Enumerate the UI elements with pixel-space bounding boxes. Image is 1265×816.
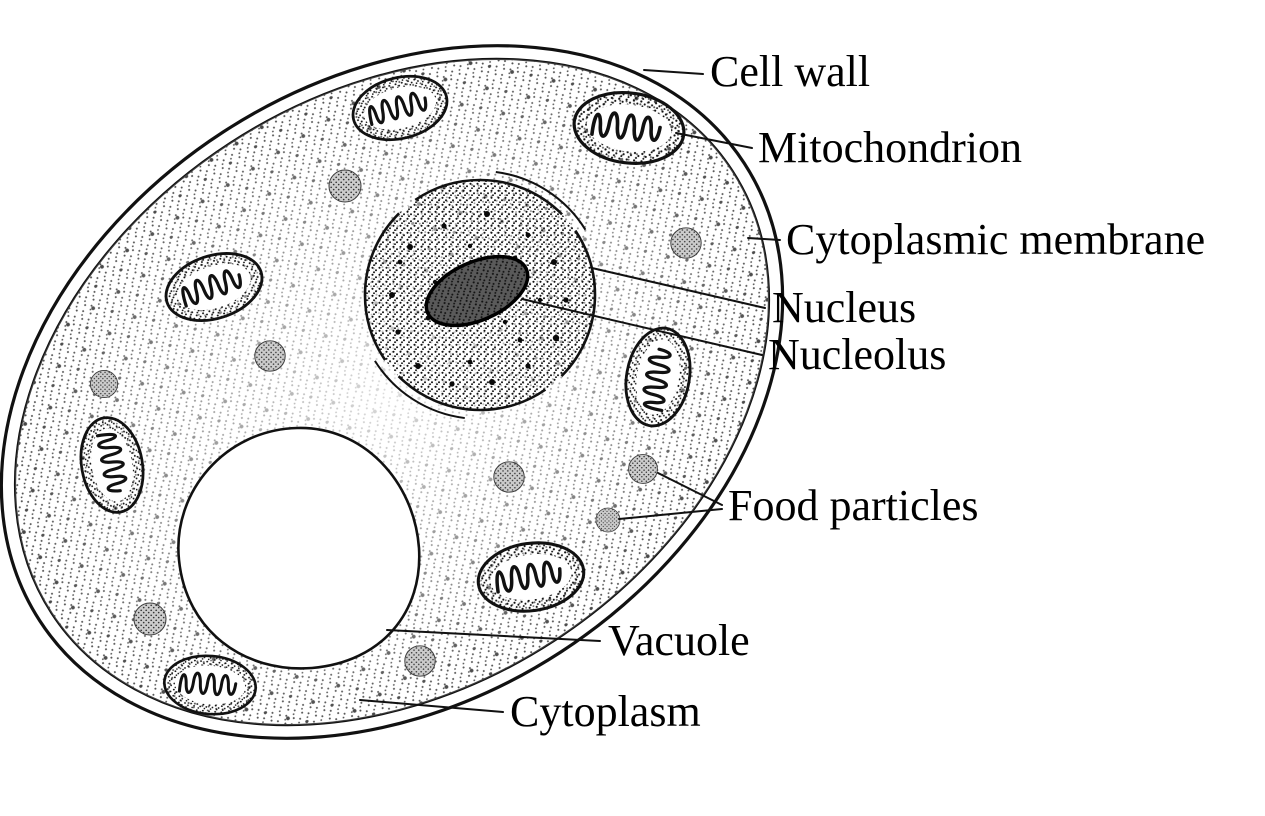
label-nucleus: Nucleus bbox=[772, 283, 916, 332]
food-particle-5 bbox=[493, 461, 525, 493]
food-particle-2 bbox=[670, 227, 702, 259]
nucleolus bbox=[424, 254, 530, 328]
leader-nucleolus bbox=[521, 298, 763, 356]
leader-nucleus bbox=[591, 267, 766, 309]
leader-cytoplasmic-membrane bbox=[747, 237, 781, 241]
label-cytoplasmic-membrane: Cytoplasmic membrane bbox=[786, 215, 1205, 264]
leader-mitochondrion bbox=[675, 132, 753, 149]
leader-vacuole bbox=[386, 629, 601, 642]
food-particle-3 bbox=[254, 340, 286, 372]
label-vacuole: Vacuole bbox=[608, 616, 750, 665]
food-particle-7 bbox=[595, 507, 621, 533]
leader-food-particles-1 bbox=[657, 472, 723, 506]
label-food-particles: Food particles bbox=[728, 481, 979, 530]
food-particle-8 bbox=[133, 602, 167, 636]
food-particle-9 bbox=[404, 645, 436, 677]
food-particle-4 bbox=[89, 369, 119, 399]
label-cell-wall: Cell wall bbox=[710, 47, 870, 96]
leader-cell-wall bbox=[643, 69, 704, 75]
nuclear-envelope-inner bbox=[363, 178, 597, 412]
nucleus bbox=[355, 170, 605, 420]
label-cytoplasm: Cytoplasm bbox=[510, 687, 701, 736]
leader-food-particles-2 bbox=[618, 508, 723, 520]
label-mitochondrion: Mitochondrion bbox=[758, 123, 1022, 172]
chromatin-dots bbox=[389, 211, 569, 387]
vacuole bbox=[177, 426, 421, 670]
food-particle-6 bbox=[628, 454, 658, 484]
label-nucleolus: Nucleolus bbox=[768, 330, 946, 379]
leader-cytoplasm bbox=[359, 699, 504, 713]
food-particle-1 bbox=[328, 169, 362, 203]
